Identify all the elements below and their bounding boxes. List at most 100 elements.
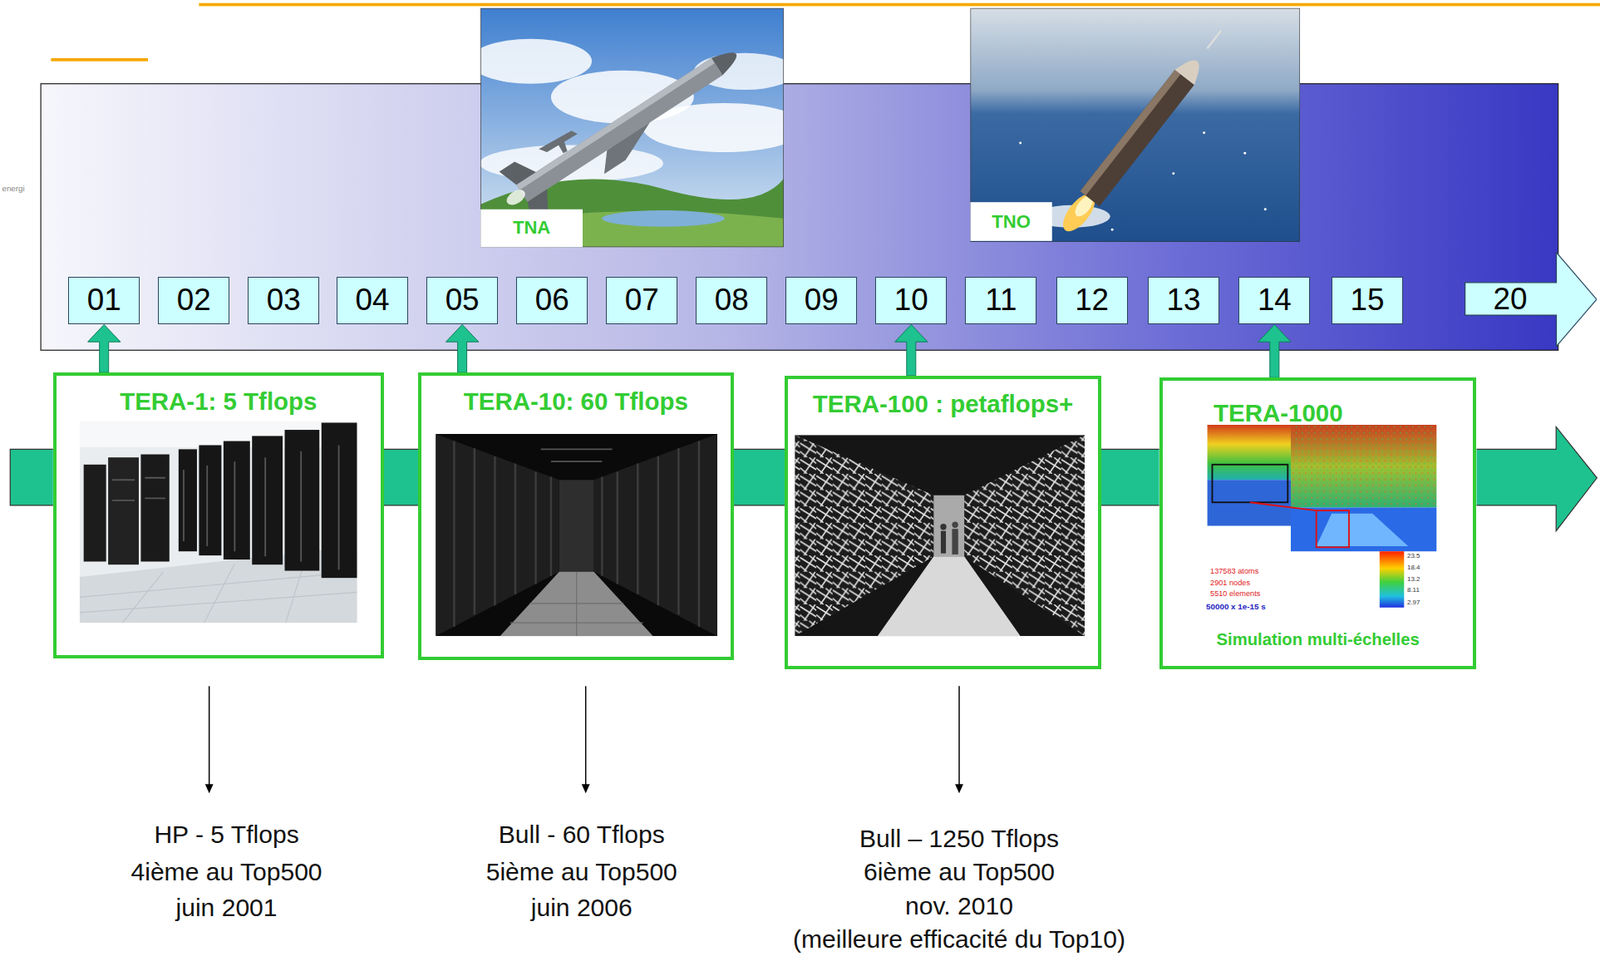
tera100-photo — [951, 521, 958, 528]
computer-title: TERA-1: 5 Tflops — [119, 387, 317, 416]
simulation-picture — [1290, 507, 1438, 552]
year-number: 01 — [87, 285, 122, 316]
missile-tna-picture — [499, 154, 537, 189]
missile-tna-picture — [516, 58, 715, 191]
tera1-photo — [83, 464, 107, 562]
missile-tna-picture — [490, 28, 754, 229]
tera10-photo — [435, 433, 718, 636]
year-box: 06 — [516, 276, 588, 325]
computer-box: TERA-1: 5 Tflops — [53, 372, 384, 659]
year-box: 02 — [157, 276, 230, 325]
leader-arrow — [581, 783, 591, 793]
simulation-picture — [1206, 424, 1437, 610]
orange-rule — [50, 3, 1600, 62]
year-number: 09 — [804, 285, 839, 316]
missile-tno-picture — [1202, 131, 1206, 134]
simulation-picture — [1206, 424, 1291, 480]
missile-tno-picture — [970, 8, 1301, 242]
computer-box: TERA-10: 60 Tflops — [418, 372, 734, 660]
machine-note: (meilleure efficacité du Top10) — [792, 925, 1126, 955]
arrow-shape — [1464, 251, 1598, 347]
year-number: 13 — [1166, 285, 1202, 316]
simulation-picture — [1211, 464, 1288, 503]
year-box: 09 — [785, 276, 857, 325]
tera1-photo — [140, 454, 169, 562]
year-number: 07 — [625, 285, 660, 316]
simulation-picture — [1379, 551, 1404, 608]
missile-tno-picture — [970, 8, 1301, 242]
year-number: 05 — [445, 285, 480, 316]
year-box: 10 — [875, 276, 947, 325]
year-box: 07 — [605, 276, 678, 325]
tera100-photo — [951, 528, 958, 555]
missile-tno-picture — [1243, 152, 1246, 155]
simulation-picture — [1316, 513, 1408, 547]
year-box: 04 — [336, 276, 409, 325]
missile-tna-picture — [601, 210, 724, 227]
tera1-photo — [112, 444, 340, 570]
year-number: 04 — [355, 285, 390, 316]
orange-rule — [50, 58, 148, 62]
tera100-photo — [877, 556, 1021, 636]
computer-caption: Simulation multi-échelles — [1216, 630, 1420, 650]
missile-tno-picture — [1080, 69, 1195, 207]
simulation-picture — [1250, 502, 1317, 511]
tera1-photo — [108, 457, 139, 565]
missile-tno-picture — [1206, 30, 1221, 49]
leader-arrow — [205, 685, 964, 793]
missile-tno-picture — [1019, 141, 1022, 144]
missile-tna-picture — [503, 186, 528, 208]
picture-label: TNO — [991, 211, 1031, 232]
link-arrow — [446, 324, 479, 373]
tera1-photo — [223, 441, 251, 560]
machine-note: 5ième au Top500 — [486, 857, 678, 887]
simulation-note: 137583 atoms — [1210, 566, 1259, 576]
scale-value: 13.2 — [1407, 575, 1421, 583]
missile-tno-picture — [1171, 172, 1175, 175]
year-number: 20 — [1492, 284, 1527, 316]
simulation-picture — [1206, 424, 1437, 610]
tera100-photo — [940, 523, 946, 530]
scale-value: 8.11 — [1407, 585, 1420, 594]
tera10-photo — [500, 571, 654, 636]
watermark-text: energi — [1, 183, 25, 193]
tera10-photo — [435, 433, 718, 636]
box-ground — [1159, 377, 1477, 670]
leader-arrow — [955, 783, 964, 793]
tera1-photo — [79, 421, 358, 623]
timeline-band — [40, 83, 1559, 351]
missile-tna-picture — [556, 138, 568, 153]
missile-tna-picture — [594, 122, 660, 174]
tera100-photo — [940, 531, 946, 554]
computer-title: TERA-100 : petaflops+ — [812, 389, 1074, 419]
year-number: 10 — [894, 285, 929, 316]
scale-value: 23.5 — [1407, 551, 1421, 560]
missile-tna-picture — [480, 39, 592, 84]
simulation-picture — [1290, 424, 1438, 508]
leader-arrow — [205, 783, 214, 793]
box-ground — [784, 375, 1102, 670]
tera100-photo — [933, 495, 965, 557]
year-number: 11 — [984, 285, 1017, 316]
box-ground — [53, 372, 1477, 670]
year-box: 12 — [1056, 276, 1128, 325]
year-box: 13 — [1147, 276, 1220, 325]
scale-value: 18.4 — [1407, 563, 1421, 572]
tera1-photo — [79, 421, 358, 623]
scale-value: 2.97 — [1407, 598, 1421, 606]
machine-note: nov. 2010 — [905, 891, 1014, 921]
tera1-photo — [285, 429, 320, 571]
year-box: 11 — [964, 276, 1037, 325]
picture-label: TNA — [512, 216, 551, 238]
leader-arrow — [208, 685, 210, 785]
computer-title: TERA-10: 60 Tflops — [463, 387, 689, 416]
leader-arrow — [958, 685, 960, 785]
computer-box: TERA-1000Simulation multi-échelles — [1159, 377, 1477, 670]
simulation-note: 5510 elements — [1210, 589, 1261, 599]
machine-note: 4ième au Top500 — [130, 857, 322, 887]
machine-note: juin 2001 — [176, 893, 278, 923]
leader-arrow — [585, 685, 586, 785]
missile-tna-picture — [480, 8, 784, 247]
simulation-note: 50000 x 1e-15 s — [1206, 601, 1266, 611]
year-box: 01 — [68, 276, 140, 325]
